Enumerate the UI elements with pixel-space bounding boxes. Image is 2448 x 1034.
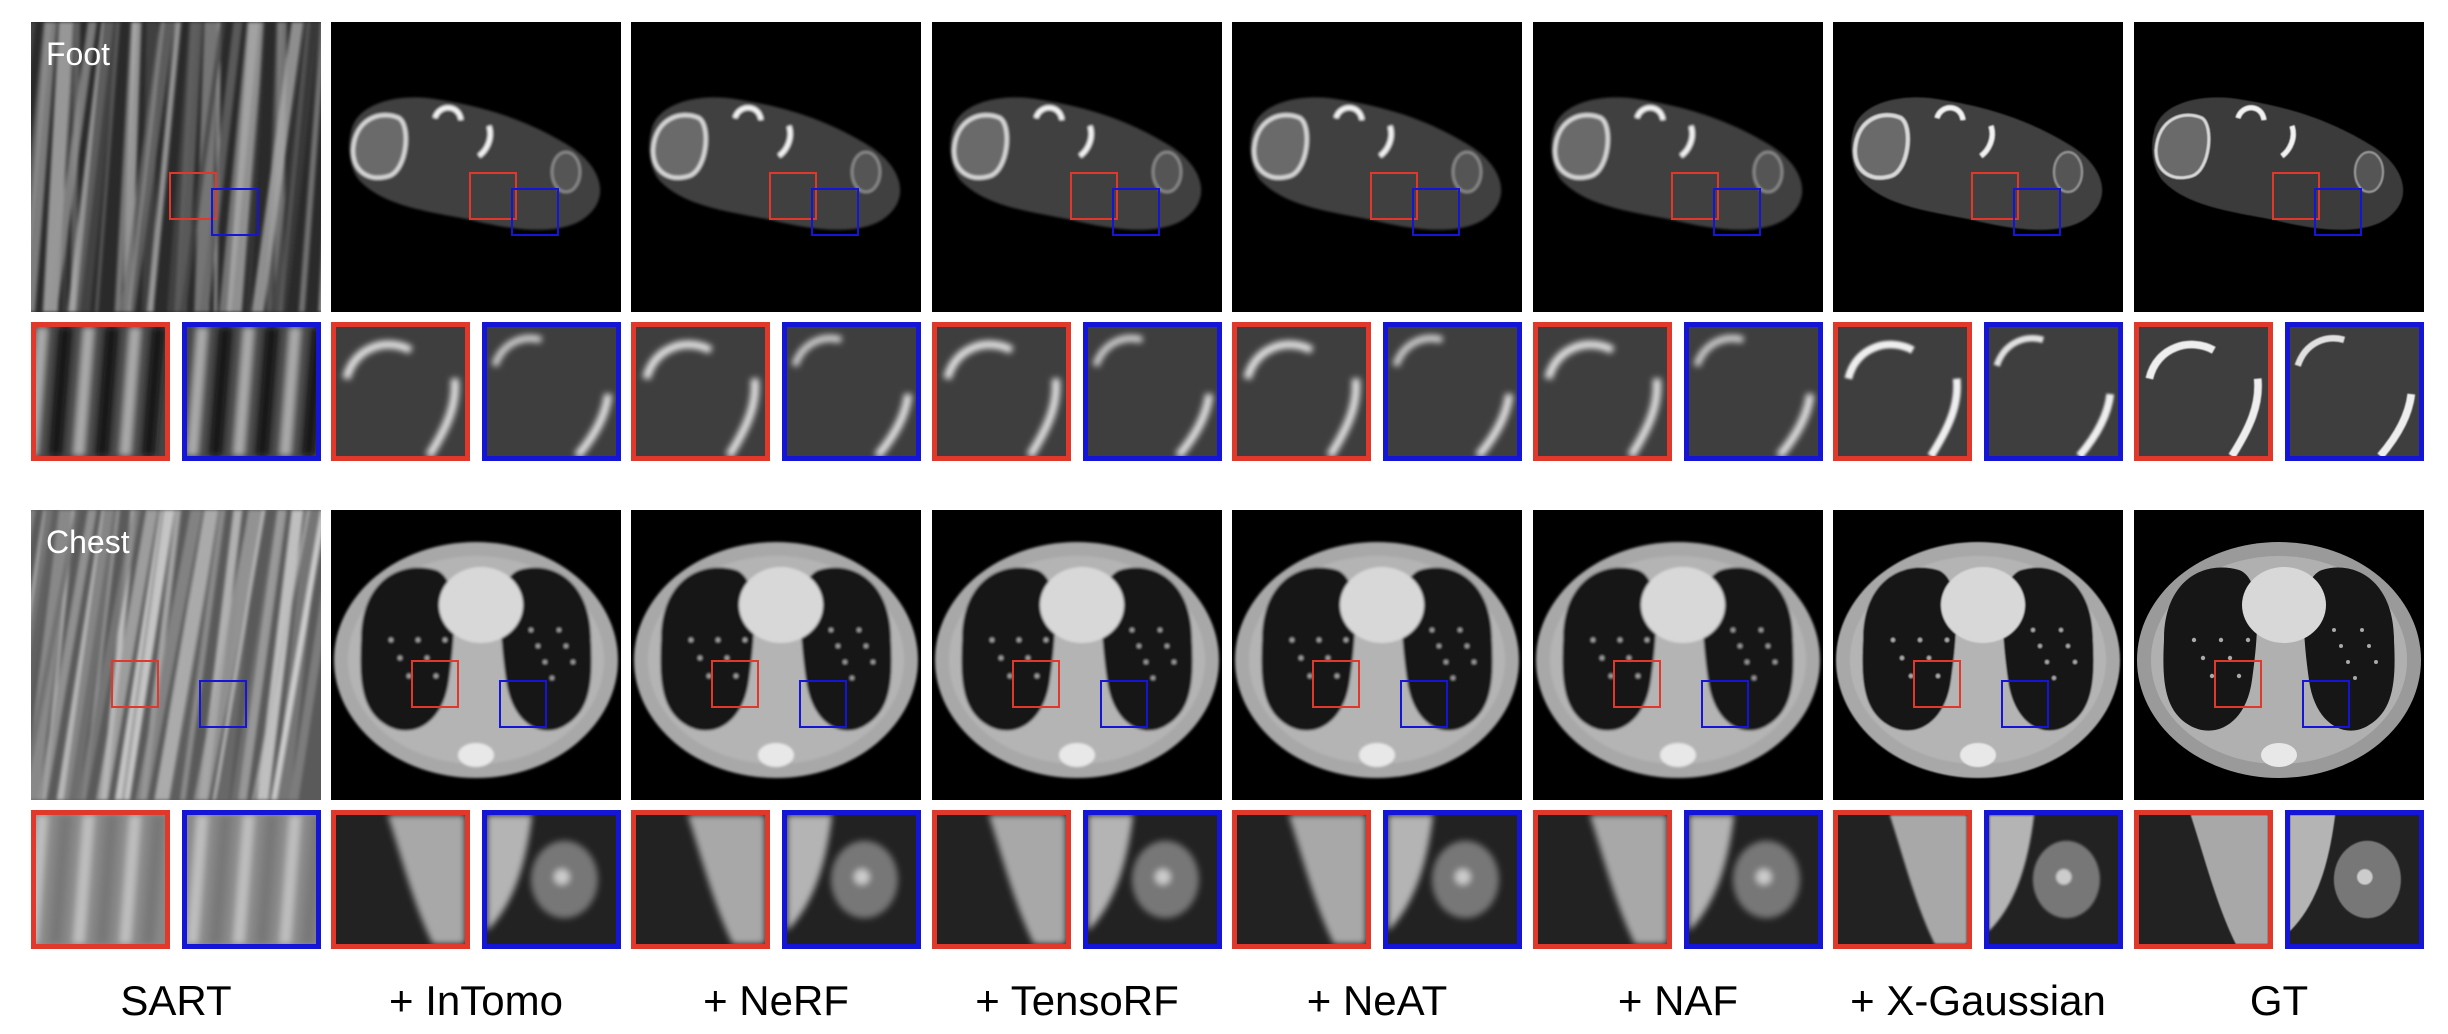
chest-tensorf-roi-blue	[1100, 680, 1148, 728]
row-label-chest: Chest	[46, 524, 130, 560]
foot-sart-zoom-red	[31, 322, 170, 461]
foot-neat-roi-red	[1370, 172, 1418, 220]
chest-tensorf-zoom-blue	[1083, 810, 1222, 949]
foot-naf-slice	[1533, 22, 1823, 312]
method-label-naf: + NAF	[1617, 977, 1739, 1024]
chest-intomo-zoom-blue	[482, 810, 621, 949]
chest-neat-zoom-blue	[1383, 810, 1522, 949]
chest-sart-zoom-red	[31, 810, 170, 949]
chest-naf-roi-red	[1613, 660, 1661, 708]
method-label-nerf: + NeRF	[703, 977, 849, 1024]
chest-xgaussian-slice	[1833, 510, 2123, 800]
foot-intomo-zoom-blue	[482, 322, 621, 461]
chest-naf-slice	[1533, 510, 1823, 800]
chest-sart-zoom-blue	[182, 810, 321, 949]
foot-intomo-roi-blue	[511, 188, 559, 236]
foot-neat-zoom-red	[1232, 322, 1371, 461]
foot-tensorf-slice	[932, 22, 1222, 312]
method-label-neat: + NeAT	[1306, 977, 1448, 1024]
chest-nerf-zoom-blue	[782, 810, 921, 949]
chest-xgaussian-roi-red	[1913, 660, 1961, 708]
foot-neat-slice	[1232, 22, 1522, 312]
foot-tensorf-zoom-blue	[1083, 322, 1222, 461]
foot-gt-roi-red	[2272, 172, 2320, 220]
foot-nerf-slice	[631, 22, 921, 312]
foot-naf-roi-blue	[1713, 188, 1761, 236]
chest-nerf-roi-blue	[799, 680, 847, 728]
foot-intomo-roi-red	[469, 172, 517, 220]
foot-intomo-zoom-red	[331, 322, 470, 461]
foot-intomo-slice	[331, 22, 621, 312]
chest-gt-slice	[2134, 510, 2424, 800]
foot-nerf-roi-blue	[811, 188, 859, 236]
chest-sart-roi-red	[111, 660, 159, 708]
chest-nerf-zoom-red	[631, 810, 770, 949]
foot-naf-zoom-red	[1533, 322, 1672, 461]
chest-nerf-slice	[631, 510, 921, 800]
chest-sart-roi-blue	[199, 680, 247, 728]
chest-naf-zoom-blue	[1684, 810, 1823, 949]
chest-tensorf-zoom-red	[932, 810, 1071, 949]
foot-nerf-roi-red	[769, 172, 817, 220]
chest-gt-zoom-red	[2134, 810, 2273, 949]
foot-xgaussian-roi-blue	[2013, 188, 2061, 236]
chest-naf-zoom-red	[1533, 810, 1672, 949]
foot-tensorf-zoom-red	[932, 322, 1071, 461]
method-label-tensorf: + TensoRF	[975, 977, 1179, 1024]
method-label-xgaussian: + X-Gaussian	[1850, 977, 2106, 1024]
chest-neat-slice	[1232, 510, 1522, 800]
foot-xgaussian-roi-red	[1971, 172, 2019, 220]
chest-neat-zoom-red	[1232, 810, 1371, 949]
chest-tensorf-roi-red	[1012, 660, 1060, 708]
row-label-foot: Foot	[46, 36, 111, 72]
foot-naf-roi-red	[1671, 172, 1719, 220]
chest-intomo-slice	[331, 510, 621, 800]
method-label-gt: GT	[2249, 977, 2309, 1024]
chest-intomo-roi-red	[411, 660, 459, 708]
foot-gt-zoom-red	[2134, 322, 2273, 461]
chest-xgaussian-roi-blue	[2001, 680, 2049, 728]
chest-gt-zoom-blue	[2285, 810, 2424, 949]
foot-xgaussian-slice	[1833, 22, 2123, 312]
foot-gt-slice	[2134, 22, 2424, 312]
foot-sart-slice	[31, 22, 321, 312]
method-label-intomo: + InTomo	[389, 977, 563, 1024]
foot-sart-roi-red	[169, 172, 217, 220]
chest-neat-roi-blue	[1400, 680, 1448, 728]
foot-sart-roi-blue	[211, 188, 259, 236]
chest-naf-roi-blue	[1701, 680, 1749, 728]
foot-naf-zoom-blue	[1684, 322, 1823, 461]
chest-gt-roi-red	[2214, 660, 2262, 708]
foot-nerf-zoom-red	[631, 322, 770, 461]
foot-tensorf-roi-red	[1070, 172, 1118, 220]
chest-nerf-roi-red	[711, 660, 759, 708]
foot-xgaussian-zoom-red	[1833, 322, 1972, 461]
foot-neat-roi-blue	[1412, 188, 1460, 236]
chest-tensorf-slice	[932, 510, 1222, 800]
chest-gt-roi-blue	[2302, 680, 2350, 728]
method-label-sart: SART	[120, 977, 232, 1024]
chest-intomo-zoom-red	[331, 810, 470, 949]
foot-gt-zoom-blue	[2285, 322, 2424, 461]
foot-neat-zoom-blue	[1383, 322, 1522, 461]
chest-xgaussian-zoom-blue	[1984, 810, 2123, 949]
foot-sart-zoom-blue	[182, 322, 321, 461]
foot-xgaussian-zoom-blue	[1984, 322, 2123, 461]
chest-xgaussian-zoom-red	[1833, 810, 1972, 949]
foot-tensorf-roi-blue	[1112, 188, 1160, 236]
foot-gt-roi-blue	[2314, 188, 2362, 236]
foot-nerf-zoom-blue	[782, 322, 921, 461]
chest-intomo-roi-blue	[499, 680, 547, 728]
chest-neat-roi-red	[1312, 660, 1360, 708]
